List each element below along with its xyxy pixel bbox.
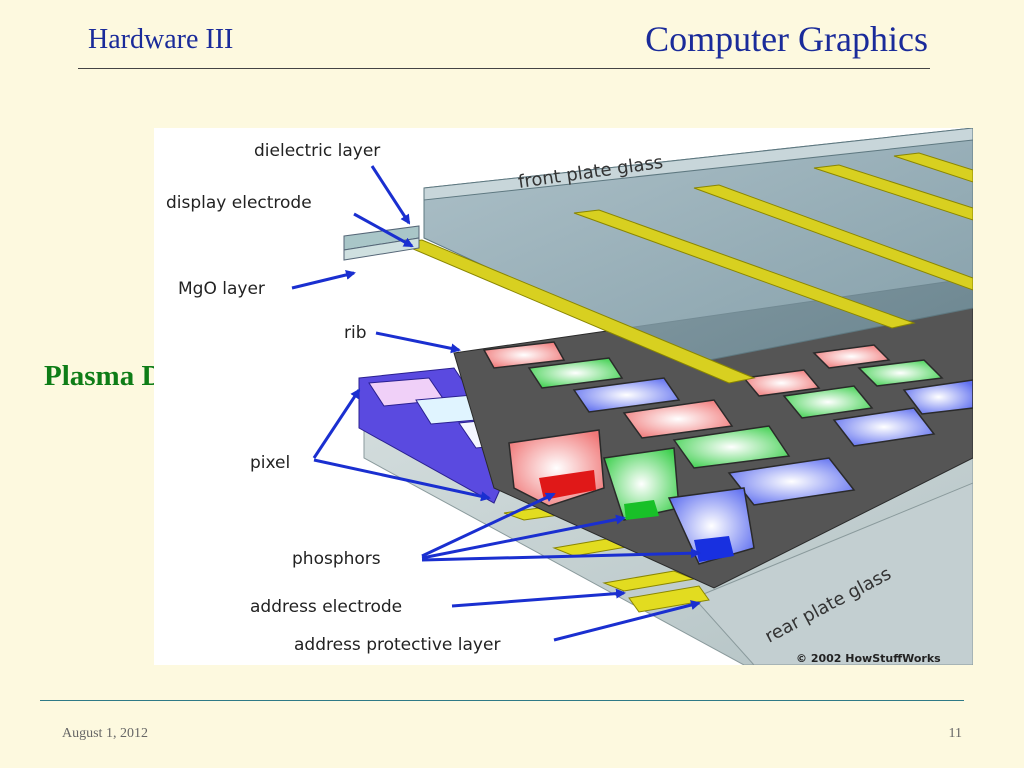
address-protective-layer-label: address protective layer xyxy=(294,635,500,655)
mgo-layer-label: MgO layer xyxy=(178,279,265,299)
display-electrode-label: display electrode xyxy=(166,193,312,213)
pixel-label: pixel xyxy=(250,453,290,473)
page-number: 11 xyxy=(948,726,962,741)
dielectric-layers xyxy=(343,225,420,261)
plasma-display-diagram: front plate glass rear plate glass diele… xyxy=(154,128,973,665)
address-electrode-label: address electrode xyxy=(250,597,402,617)
display-electrodes xyxy=(397,152,973,384)
footer-divider xyxy=(40,700,964,701)
callout-arrows xyxy=(291,165,701,642)
course-title: Computer Graphics xyxy=(645,19,928,59)
dielectric-layer-label: dielectric layer xyxy=(254,141,380,161)
copyright-text: © 2002 HowStuffWorks xyxy=(796,652,941,665)
footer-date: August 1, 2012 xyxy=(62,726,148,741)
plasma-diagram-svg: front plate glass rear plate glass diele… xyxy=(154,128,973,665)
rib-label: rib xyxy=(344,323,367,343)
phosphors-label: phosphors xyxy=(292,549,381,569)
header-divider xyxy=(78,68,930,69)
section-title: Hardware III xyxy=(88,24,234,55)
phosphor-bottoms xyxy=(539,470,734,562)
